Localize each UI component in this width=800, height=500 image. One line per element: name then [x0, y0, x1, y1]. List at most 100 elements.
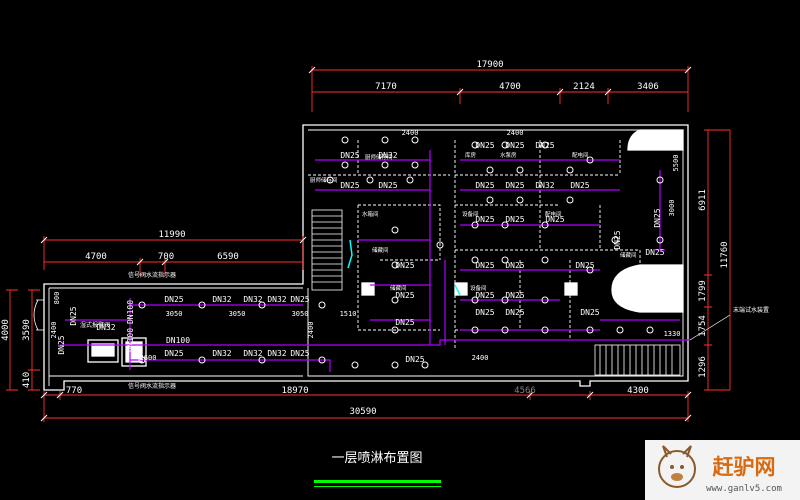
cad-label: DN25: [505, 261, 524, 270]
cad-label: DN25: [545, 215, 564, 224]
cad-label: DN25: [405, 355, 424, 364]
tank-box: [121, 337, 147, 367]
cad-label: DN25: [475, 215, 494, 224]
cad-label: DN25: [340, 181, 359, 190]
cad-label: DN25: [475, 181, 494, 190]
cad-label: 3050: [166, 310, 183, 318]
column-c: [564, 282, 578, 296]
dim-top-seg-2: 4700: [499, 82, 521, 92]
cad-label: DN100: [126, 328, 135, 352]
cad-label: 厨师储存间: [365, 153, 393, 161]
inner-wall-left: [48, 287, 303, 386]
dim-top-seg-1: 7170: [375, 82, 397, 92]
small-dimension-text: 800 2400 3050 3050 3050 2400 1510 5500 3…: [50, 129, 680, 362]
dimension-ticks: [40, 66, 692, 422]
branch-mid: [315, 159, 430, 321]
cad-label: DN25: [645, 248, 664, 257]
cad-label: 2600: [140, 354, 157, 362]
cad-label: DN25: [580, 308, 599, 317]
cad-label: DN25: [505, 141, 524, 150]
building-walls: [33, 124, 689, 391]
cad-label: DN25: [505, 308, 524, 317]
cad-label: DN25: [505, 291, 524, 300]
cad-label: DN25: [505, 181, 524, 190]
dim-right-overall: 11760: [720, 241, 730, 268]
dim-top-overall: 17900: [476, 60, 503, 70]
riser-mid: [429, 150, 446, 345]
cad-label: DN32: [267, 295, 286, 304]
sprinkler-pipes: [60, 150, 690, 372]
annotations: 信号阀水流指示器 信号阀水流指示器 末端试水装置 湿式报警阀: [80, 271, 769, 390]
end-test-label: 末端试水装置: [733, 306, 769, 314]
dim-top-seg-4: 3406: [637, 82, 659, 92]
dim-bottom-seg-1: 770: [66, 386, 82, 396]
cad-label: 1330: [664, 330, 681, 338]
watermark-url: www.ganlv5.com: [706, 484, 782, 494]
left-door: [33, 299, 44, 331]
cad-label: DN25: [475, 308, 494, 317]
cad-label: DN100: [166, 336, 190, 345]
cad-label: DN25: [395, 291, 414, 300]
cad-label: 3050: [292, 310, 309, 318]
outer-wall: [43, 124, 689, 391]
dim-left-seg-2: 410: [22, 372, 32, 388]
dim-left-block-overall: 11990: [158, 230, 185, 240]
watermark: 赶驴网 www.ganlv5.com: [645, 440, 800, 500]
cad-label: DN25: [378, 181, 397, 190]
cad-label: DN25: [475, 291, 494, 300]
cad-label: 储藏间: [372, 246, 389, 254]
cad-label: 储藏间: [390, 284, 407, 292]
dim-bottom-seg-3: 4566: [514, 386, 536, 396]
staircase-right: [594, 344, 681, 376]
equipment-inner: [91, 343, 115, 357]
donkey-ears-icon: [662, 445, 692, 458]
title-underline: [314, 480, 441, 483]
branch-right: [460, 159, 680, 331]
sprinkler-heads: [138, 136, 664, 369]
cad-label: 储藏间: [620, 251, 637, 259]
cad-label: DN32: [243, 295, 262, 304]
dim-left-block-seg-2: 700: [158, 252, 174, 262]
dim-top-seg-3: 2124: [573, 82, 595, 92]
dim-right-seg-3: 1754: [698, 315, 708, 337]
dim-left-overall: 4000: [1, 319, 11, 341]
cad-label: 厨师储存间: [310, 176, 338, 184]
dim-bottom-overall: 30590: [349, 407, 376, 417]
cad-label: 3000: [668, 200, 676, 217]
cad-label: DN32: [96, 323, 115, 332]
cad-label: 2400: [507, 129, 524, 137]
dim-bottom-seg-2: 18970: [281, 386, 308, 396]
main-pipe-left: [60, 339, 690, 346]
cad-label: DN100: [126, 300, 135, 324]
dim-left-block-seg-1: 4700: [85, 252, 107, 262]
cad-label: DN32: [212, 349, 231, 358]
cad-label: DN25: [505, 215, 524, 224]
pipe-labels-left: DN25 DN32 DN32 DN32 DN25 DN25 DN32 DN32 …: [57, 295, 310, 358]
cad-label: 设备间: [470, 284, 487, 292]
cad-label: 2400: [307, 322, 315, 339]
end-test-leader: [689, 314, 731, 341]
pipe-accent-cyan: [347, 239, 461, 296]
cad-label: 设备间: [462, 210, 479, 218]
cad-label: 2400: [50, 322, 58, 339]
drawing-title: 一层喷淋布置图: [331, 451, 422, 466]
cad-label: 2400: [402, 129, 419, 137]
dim-right-seg-4: 1296: [698, 356, 708, 378]
dim-right-seg-1: 6911: [698, 189, 708, 211]
cad-label: DN25: [395, 261, 414, 270]
cad-label: 水泵房: [500, 151, 517, 159]
cad-label: 800: [53, 292, 61, 305]
cad-label: DN25: [475, 261, 494, 270]
cad-label: 配电间: [545, 210, 562, 218]
valve-label-bottom: 信号阀水流指示器: [128, 382, 176, 390]
cad-label: DN25: [475, 141, 494, 150]
cad-label: DN25: [535, 141, 554, 150]
donkey-logo-icon: [658, 450, 696, 488]
room-partitions: [308, 140, 641, 350]
cad-label: DN25: [164, 295, 183, 304]
cad-label: 3050: [229, 310, 246, 318]
cad-label: DN25: [69, 306, 78, 325]
equipment-box: [87, 339, 119, 363]
